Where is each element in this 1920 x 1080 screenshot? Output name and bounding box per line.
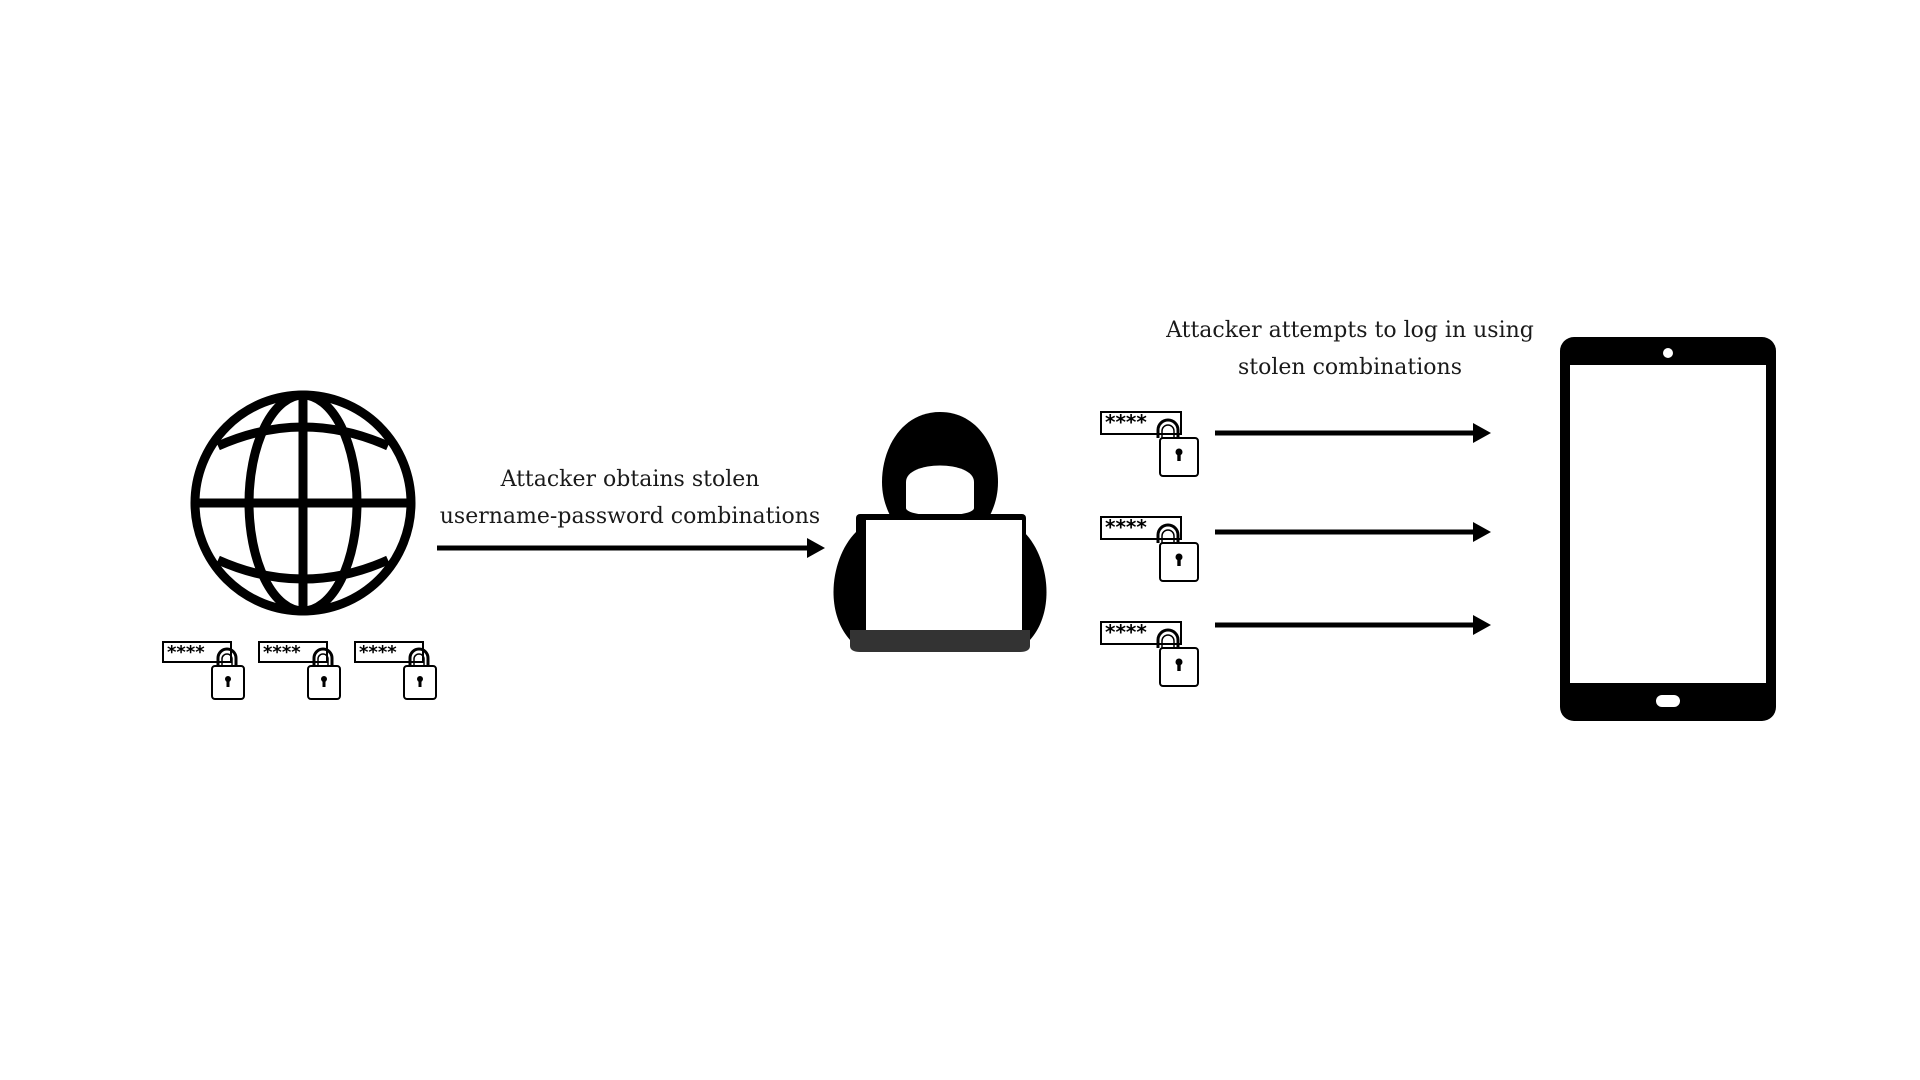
attempt-caption: Attacker attempts to log in using stolen… (1140, 312, 1560, 386)
attempt-caption-line-1: Attacker attempts to log in using (1166, 318, 1534, 343)
obtain-caption: Attacker obtains stolen username-passwor… (420, 461, 840, 535)
credential-mask: **** (167, 642, 205, 663)
credential-mask: **** (1105, 515, 1147, 539)
credential-lock-icon: **** (162, 640, 262, 710)
credential-lock-icon: **** (354, 640, 454, 710)
credential-lock-icon: **** (1100, 515, 1200, 585)
credential-mask: **** (1105, 620, 1147, 644)
obtain-caption-line-1: Attacker obtains stolen (500, 467, 760, 492)
credential-lock-icon: **** (1100, 620, 1200, 690)
globe-icon (188, 388, 418, 618)
credential-mask: **** (1105, 410, 1147, 434)
obtain-caption-line-2: username-password combinations (439, 504, 821, 529)
obtain-arrow (437, 536, 827, 560)
login-attempt-arrow (1215, 520, 1495, 544)
hacker-laptop-icon (820, 410, 1060, 655)
credential-mask: **** (359, 642, 397, 663)
credential-lock-icon: **** (258, 640, 358, 710)
login-attempt-arrow (1215, 613, 1495, 637)
credential-mask: **** (263, 642, 301, 663)
login-attempt-arrow (1215, 421, 1495, 445)
attempt-caption-line-2: stolen combinations (1237, 355, 1462, 380)
tablet-icon (1560, 337, 1776, 721)
credential-lock-icon: **** (1100, 410, 1200, 480)
